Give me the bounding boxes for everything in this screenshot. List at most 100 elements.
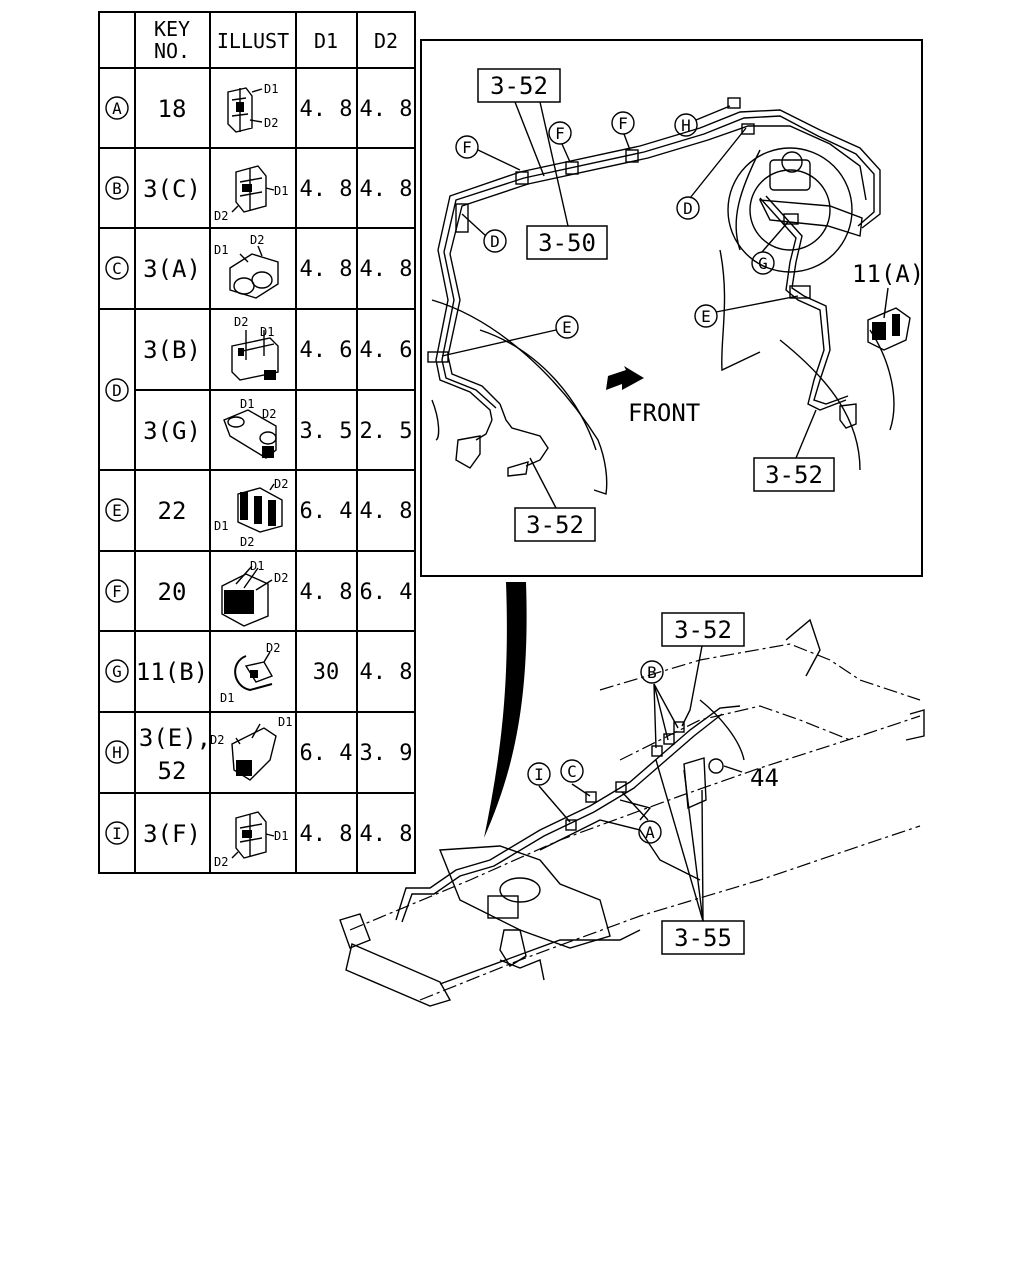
d2-i: 4. 8 [360,822,413,847]
d2-c: 4. 8 [360,257,413,282]
svg-text:G: G [758,254,768,273]
front-arrow-icon [606,366,644,390]
header-d2: D2 [374,29,398,53]
svg-text:E: E [112,501,122,520]
row-mark-g: G [105,659,129,683]
front-label: FRONT [628,399,700,427]
row-mark-e: E [105,498,129,522]
main-brake-pipe [395,705,741,921]
d1-h: 6. 4 [300,741,353,766]
clip-illust-g: D2 D1 [220,641,280,705]
abs-unit [499,877,541,903]
inset-marker-d-right: D [676,196,700,220]
svg-text:D1: D1 [274,184,288,198]
svg-text:A: A [112,99,122,118]
main-ref-3-55: 3-55 [661,920,745,955]
svg-text:D: D [490,232,500,251]
d1-i: 4. 8 [300,822,353,847]
svg-text:3-52: 3-52 [765,461,823,489]
svg-text:3-50: 3-50 [538,229,596,257]
frame-rail-left [349,715,921,931]
chassis-view: 3-52 3-55 44 B C I A [339,612,925,1007]
d2-b: 4. 8 [360,177,413,202]
svg-text:G: G [112,662,122,681]
svg-text:D2: D2 [274,571,288,585]
inset-ref-3-50: 3-50 [526,225,608,260]
d1-b: 4. 8 [300,177,353,202]
key-i: 3(F) [143,820,201,848]
clip-illust-f: D1 D2 [221,559,288,627]
svg-text:D2: D2 [266,641,280,655]
key-g: 11(B) [136,658,208,686]
svg-text:3-52: 3-52 [526,511,584,539]
bracket-11a [867,307,911,351]
clip-illust-b: D1 D2 [214,165,288,223]
svg-text:F: F [555,124,565,143]
clip-illust-d-upper: D2 D1 [231,315,279,381]
header-key-line2: NO. [154,39,190,63]
row-mark-f: F [105,579,129,603]
d1-g: 30 [313,660,340,685]
svg-text:D1: D1 [240,397,254,411]
inset-detail: FRONT 3-52 3-50 3-52 3-52 11(A) [420,39,924,577]
d2-h: 3. 9 [360,741,413,766]
cross-member [438,845,611,949]
d1-d-lower: 3. 5 [300,419,353,444]
svg-text:F: F [618,114,628,133]
d1-c: 4. 8 [300,257,353,282]
svg-text:D1: D1 [214,519,228,533]
svg-text:E: E [562,318,572,337]
inset-ref-3-52-right: 3-52 [753,457,835,492]
row-mark-c: C [105,256,129,280]
row-mark-d: D [105,378,129,402]
svg-text:D1: D1 [214,243,228,257]
clip-illust-a: D1 D2 [227,82,278,133]
inset-marker-g: G [751,251,775,275]
brake-booster [727,147,853,273]
d2-g: 4. 8 [360,660,413,685]
svg-text:D2: D2 [274,477,288,491]
key-d2: 3(G) [143,417,201,445]
svg-text:D2: D2 [240,535,254,549]
key-h-line2: 52 [158,757,187,785]
svg-text:D2: D2 [234,315,248,329]
key-a: 18 [158,95,187,123]
svg-text:D2: D2 [264,116,278,130]
main-marker-i: I [527,762,551,786]
svg-text:F: F [112,582,122,601]
svg-text:C: C [112,259,122,278]
svg-text:H: H [681,116,691,135]
key-c: 3(A) [143,255,201,283]
header-key-line1: KEY [154,17,190,41]
clip-illust-h: D1 D2 [210,715,292,781]
svg-text:E: E [701,307,711,326]
d2-d-lower: 2. 5 [360,419,413,444]
svg-text:D2: D2 [210,733,224,747]
inset-marker-e-left: E [555,315,579,339]
row-mark-i: I [105,821,129,845]
table-border [98,11,416,874]
svg-text:3-52: 3-52 [674,616,732,644]
inset-ref-3-52-top: 3-52 [477,68,561,103]
svg-text:D2: D2 [214,855,228,869]
main-part-44: 44 [750,764,779,792]
row-mark-a: A [105,96,129,120]
header-illust: ILLUST [217,29,289,53]
d2-a: 4. 8 [360,97,413,122]
key-e: 22 [158,497,187,525]
clip-illust-d-lower: D1 D2 [223,397,277,459]
clip-table: KEY NO. ILLUST D1 D2 A B C D E F G H I 1… [98,11,416,874]
svg-text:3-52: 3-52 [490,72,548,100]
svg-text:D1: D1 [250,559,264,573]
d2-f: 6. 4 [360,580,413,605]
key-d1: 3(B) [143,336,201,364]
svg-text:C: C [567,762,577,781]
svg-text:D: D [112,381,122,400]
svg-text:D1: D1 [220,691,234,705]
svg-text:F: F [462,138,472,157]
main-marker-b: B [640,660,664,684]
key-f: 20 [158,578,187,606]
svg-text:B: B [647,663,657,682]
master-cylinder [769,159,811,191]
d1-f: 4. 8 [300,580,353,605]
